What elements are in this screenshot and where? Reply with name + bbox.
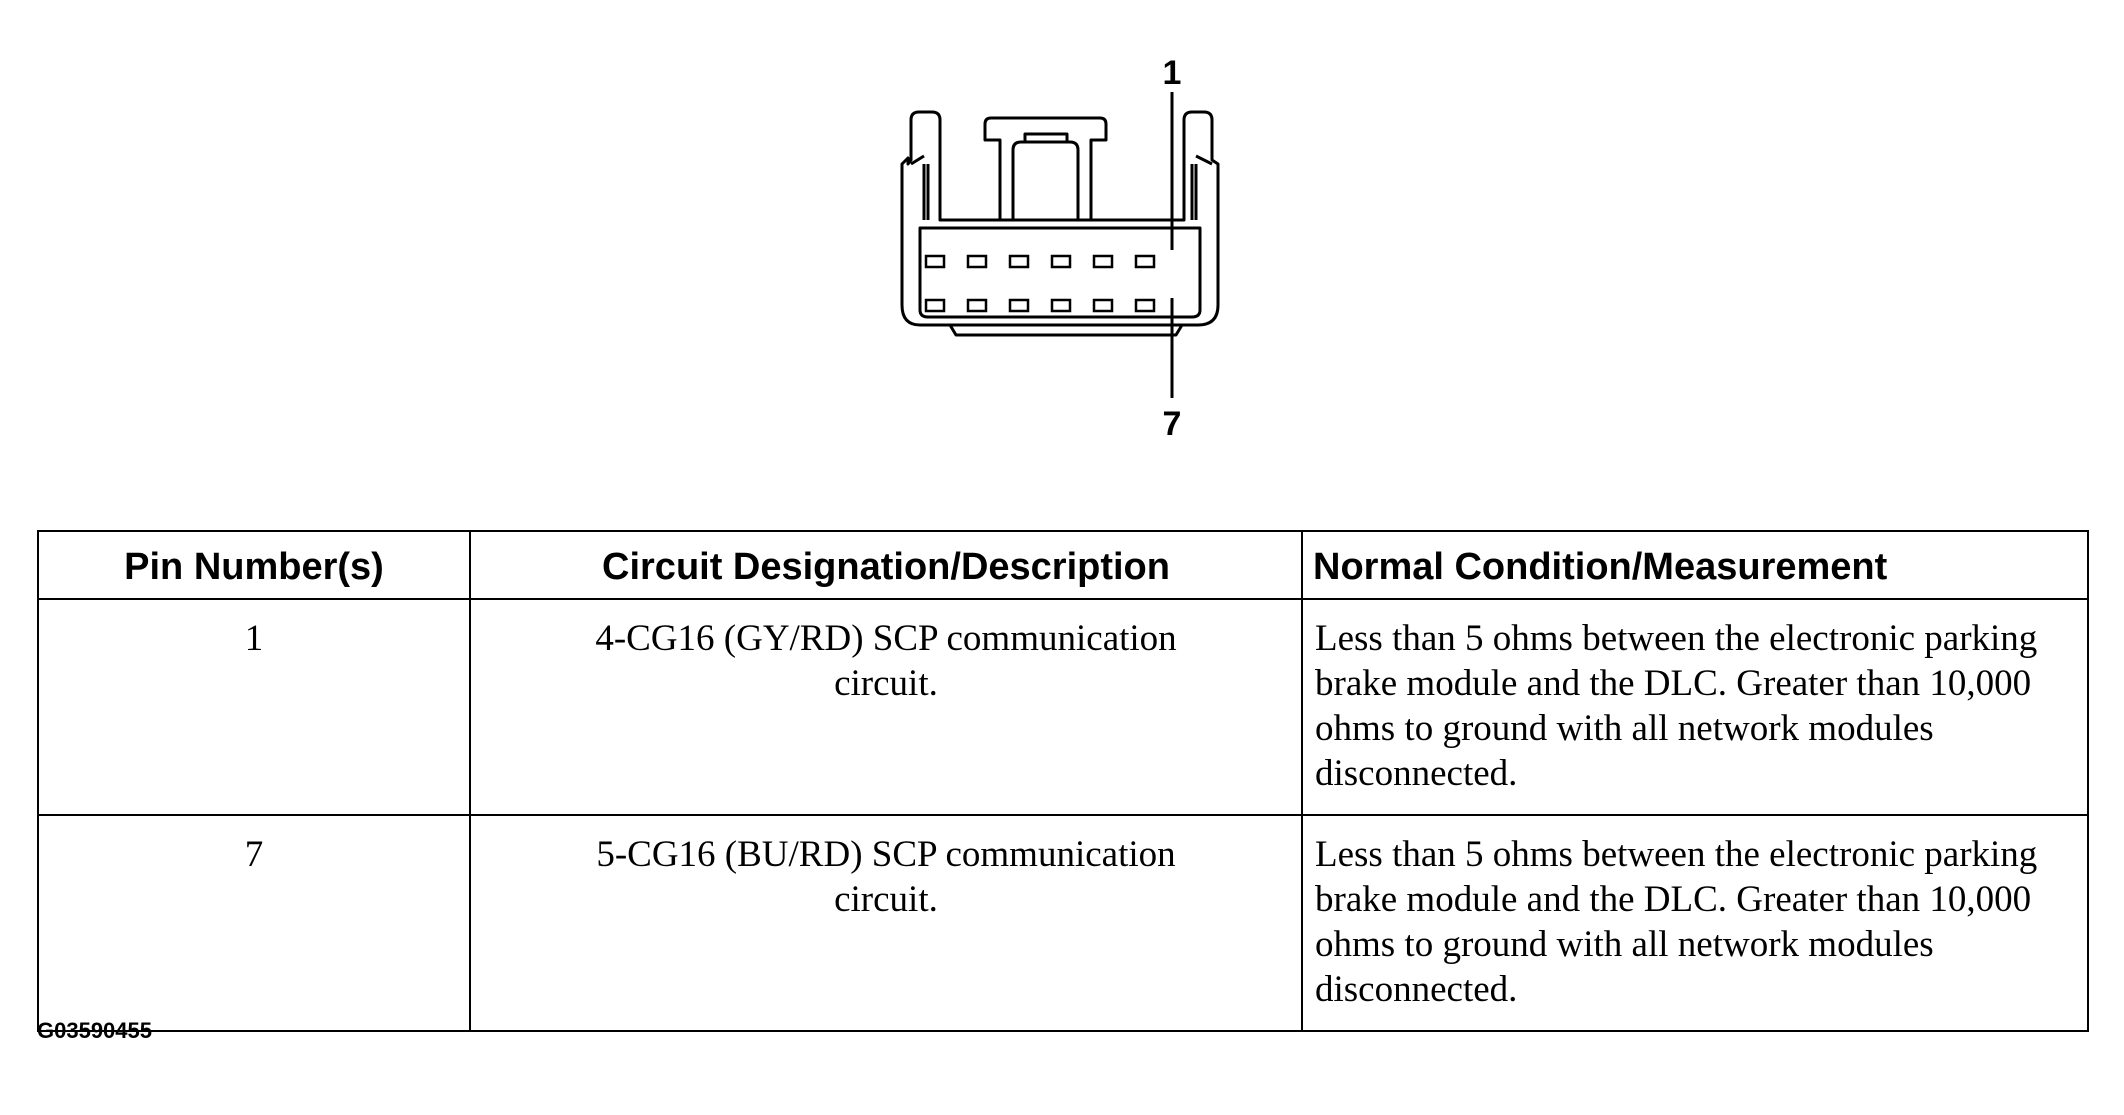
connector-diagram: 1 7 — [900, 60, 1220, 443]
circuit-text: 5-CG16 (BU/RD) SCP communication circuit… — [596, 834, 1176, 920]
terminal-cavity — [1092, 254, 1114, 269]
right-latch — [1190, 154, 1213, 220]
table-header-row: Pin Number(s) Circuit Designation/Descri… — [37, 530, 2089, 600]
figure-id: G03590455 — [37, 1018, 152, 1043]
connector-flange — [918, 226, 1202, 319]
callout-label-1: 1 — [1163, 60, 1182, 92]
terminal-cavity — [924, 298, 946, 313]
terminal-cavity — [1050, 298, 1072, 313]
terminal-cavity — [924, 254, 946, 269]
locking-tab-inner — [1011, 132, 1080, 220]
locking-tab — [983, 116, 1108, 220]
bottom-lip — [948, 324, 1184, 337]
terminal-cavity — [1134, 254, 1156, 269]
pin-table: Pin Number(s) Circuit Designation/Descri… — [37, 530, 2089, 1032]
pin-number-cell: 1 — [37, 598, 471, 816]
condition-cell: Less than 5 ohms between the electronic … — [1301, 814, 2089, 1032]
left-latch — [910, 154, 930, 220]
terminal-cavity — [1092, 298, 1114, 313]
header-pin-number: Pin Number(s) — [37, 530, 471, 600]
callout-label-7: 7 — [1163, 405, 1182, 443]
circuit-text: 4-CG16 (GY/RD) SCP communication circuit… — [595, 618, 1177, 704]
circuit-cell: 4-CG16 (GY/RD) SCP communication circuit… — [469, 598, 1303, 816]
table-row: 1 4-CG16 (GY/RD) SCP communication circu… — [37, 598, 2089, 816]
header-circuit-designation: Circuit Designation/Description — [469, 530, 1303, 600]
pin-number-cell: 7 — [37, 814, 471, 1032]
terminal-cavity — [1050, 254, 1072, 269]
terminal-cavity — [1008, 298, 1030, 313]
header-normal-condition: Normal Condition/Measurement — [1301, 530, 2089, 600]
terminal-cavity — [966, 298, 988, 313]
connector-body — [900, 110, 1220, 327]
condition-cell: Less than 5 ohms between the electronic … — [1301, 598, 2089, 816]
terminal-cavity — [1134, 298, 1156, 313]
terminal-cavity — [966, 254, 988, 269]
terminal-cavity — [1008, 254, 1030, 269]
circuit-cell: 5-CG16 (BU/RD) SCP communication circuit… — [469, 814, 1303, 1032]
table-row: 7 5-CG16 (BU/RD) SCP communication circu… — [37, 814, 2089, 1032]
